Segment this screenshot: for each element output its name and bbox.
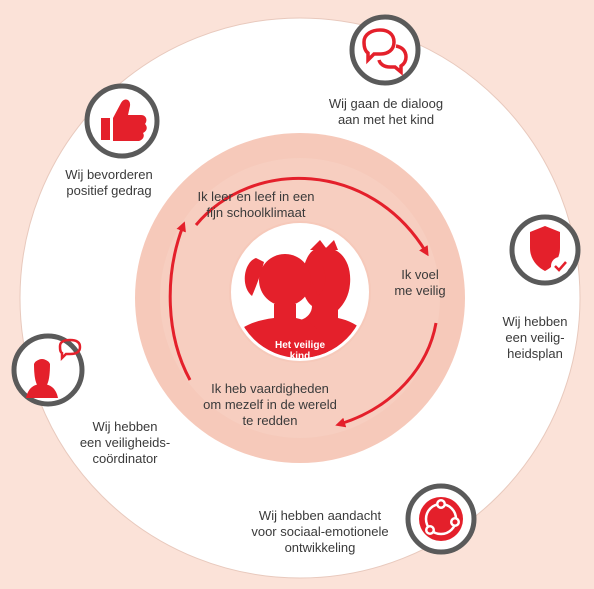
inner-label-schoolklimaat: Ik leer en leef in een fijn schoolklimaa… <box>197 189 315 220</box>
outer-label-coordinator: Wij hebben een veiligheids- coördinator <box>79 419 171 466</box>
person-speech-icon <box>11 333 85 407</box>
inner-label-veilig: Ik voel me veilig <box>394 267 446 298</box>
outer-label-dialoog: Wij gaan de dialoog aan met het kind <box>328 96 444 127</box>
speech-bubbles-icon <box>349 14 421 86</box>
arrow-right <box>335 322 438 428</box>
thumbs-up-icon <box>84 83 160 159</box>
shield-check-icon <box>509 214 581 286</box>
outer-label-veiligheidsplan: Wij hebben een veilig- heidsplan <box>502 314 568 361</box>
outer-label-sociaal: Wij hebben aandacht voor sociaal-emotion… <box>251 508 389 555</box>
arrow-left <box>168 221 192 381</box>
kids-silhouette-icon <box>229 221 371 363</box>
network-circle-icon <box>405 483 477 555</box>
center-label: Het veilige kind <box>274 340 326 362</box>
inner-label-vaardigheden: Ik heb vaardigheden om mezelf in de were… <box>203 381 337 428</box>
arrow-top <box>194 176 429 257</box>
outer-label-gedrag: Wij bevorderen positief gedrag <box>65 167 153 198</box>
